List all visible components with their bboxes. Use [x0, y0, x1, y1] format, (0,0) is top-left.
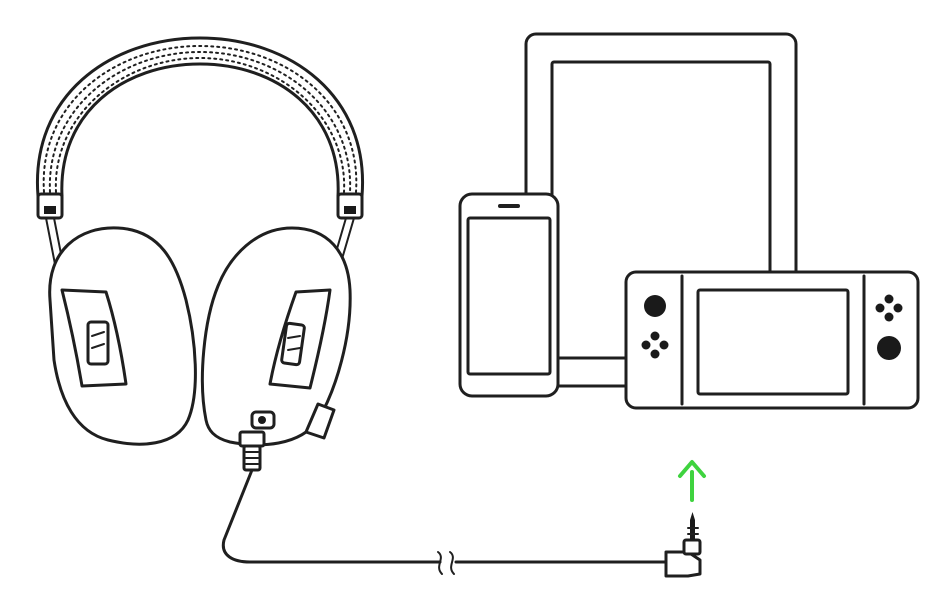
headset-cable-plug [238, 430, 266, 448]
volume-knob [304, 402, 336, 440]
smartphone-icon [458, 192, 560, 398]
arrow-up-icon [678, 460, 706, 502]
headband-inner [60, 62, 340, 198]
left-joystick [644, 295, 666, 317]
headset-icon [35, 36, 365, 472]
right-face-buttons [875, 294, 903, 322]
game-console-icon [624, 270, 920, 410]
right-ear-slider [280, 321, 306, 367]
left-dpad [641, 331, 669, 359]
console-screen [696, 288, 850, 396]
left-ear-cushion [48, 226, 197, 446]
right-slider-notch [344, 206, 356, 214]
audio-jack-3-5mm-icon [664, 512, 702, 578]
headband-outer [35, 36, 365, 198]
audio-cable [221, 468, 670, 575]
right-joystick [877, 336, 901, 360]
headband-texture [42, 45, 358, 193]
left-ear-slider [86, 320, 110, 366]
left-slider-notch [44, 206, 56, 214]
phone-screen [466, 216, 552, 376]
cable-break-mark [437, 551, 443, 575]
